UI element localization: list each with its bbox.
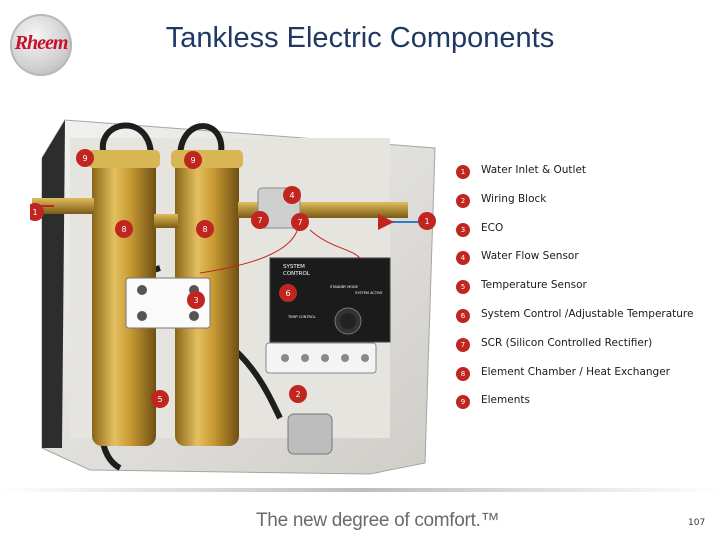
chamber-cap bbox=[88, 150, 160, 168]
callout-number: 6 bbox=[285, 289, 290, 298]
legend-item: 2 Wiring Block bbox=[456, 191, 716, 211]
brand-tagline: The new degree of comfort.™ bbox=[256, 510, 500, 531]
panel-active: SYSTEM ACTIVE bbox=[355, 291, 383, 295]
callout-badge bbox=[251, 211, 269, 229]
callout-marker: 9 bbox=[76, 149, 94, 167]
callout-number: 7 bbox=[257, 216, 262, 225]
callout-number: 3 bbox=[193, 296, 198, 305]
callout-badge bbox=[289, 385, 307, 403]
legend-label: System Control /Adjustable Temperature bbox=[481, 308, 694, 320]
casing-shadow bbox=[42, 120, 65, 448]
legend-label: Water Flow Sensor bbox=[481, 250, 579, 263]
legend-label: Elements bbox=[481, 394, 530, 407]
panel-standby: STANDBY MODE bbox=[330, 285, 358, 289]
cable bbox=[177, 123, 225, 159]
callout-badge bbox=[196, 220, 214, 238]
legend-item: 5 Temperature Sensor bbox=[456, 277, 716, 297]
callout-badge bbox=[291, 213, 309, 231]
legend-number-badge: 2 bbox=[456, 193, 470, 208]
legend-number-badge: 3 bbox=[456, 222, 470, 237]
rheem-logo: Rheem bbox=[10, 14, 72, 76]
legend-item: 1 Water Inlet & Outlet bbox=[456, 162, 716, 182]
cross-pipe bbox=[154, 214, 178, 228]
callout-markers: 9 9 4 1 8 8 7 7 1 6 3 2 5 bbox=[30, 149, 436, 408]
callout-number: 4 bbox=[289, 191, 294, 200]
legend-item: 7 SCR (Silicon Controlled Rectifier) bbox=[456, 335, 716, 355]
callout-badge bbox=[279, 284, 297, 302]
callout-marker: 5 bbox=[151, 390, 169, 408]
panel-temp: TEMP CONTROL bbox=[287, 315, 316, 319]
callout-marker: 3 bbox=[187, 291, 205, 309]
legend-number-badge: 8 bbox=[456, 366, 470, 381]
sensor-wire bbox=[199, 227, 299, 274]
callout-number: 8 bbox=[121, 225, 126, 234]
page-number: 107 bbox=[688, 518, 706, 528]
callout-marker: 9 bbox=[184, 151, 202, 169]
callout-number: 1 bbox=[32, 208, 37, 217]
eco-block bbox=[125, 277, 211, 329]
legend-number-badge: 6 bbox=[456, 309, 470, 323]
callout-marker: 7 bbox=[251, 211, 269, 229]
legend-number-badge: 1 bbox=[456, 165, 470, 179]
logo-text: Rheem bbox=[14, 32, 69, 54]
footer-divider bbox=[0, 488, 720, 492]
legend-label: Element Chamber / Heat Exchanger bbox=[481, 365, 670, 378]
legend-item: 3 ECO bbox=[456, 220, 716, 240]
legend-number-badge: 9 bbox=[456, 395, 470, 410]
callout-badge bbox=[76, 149, 94, 167]
callout-marker: 8 bbox=[115, 220, 133, 238]
callout-marker: 1 bbox=[418, 212, 436, 230]
callout-badge bbox=[115, 220, 133, 238]
callout-number: 2 bbox=[295, 390, 300, 399]
callout-marker: 6 bbox=[279, 284, 297, 302]
legend-label: Water Inlet & Outlet bbox=[481, 164, 587, 176]
callout-number: 1 bbox=[424, 217, 429, 226]
slide-title: Tankless Electric Components bbox=[165, 22, 555, 54]
callout-badge bbox=[30, 203, 44, 221]
callout-number: 9 bbox=[190, 156, 195, 165]
heater-photo: SYSTEM CONTROL STANDBY MODE SYSTEM ACTIV… bbox=[30, 119, 436, 475]
legend-item: 4 Water Flow Sensor bbox=[456, 248, 716, 268]
callout-marker: 8 bbox=[196, 220, 214, 238]
callout-badge bbox=[184, 151, 202, 169]
chamber-cap bbox=[171, 150, 243, 168]
callout-marker: 2 bbox=[289, 385, 307, 403]
legend-number-badge: 7 bbox=[456, 337, 470, 352]
callout-badge bbox=[187, 291, 205, 309]
callout-marker: 1 bbox=[30, 203, 44, 221]
legend-number-badge: 5 bbox=[456, 280, 470, 295]
callout-badge bbox=[283, 186, 301, 204]
legend-label: ECO bbox=[481, 221, 504, 234]
callout-number: 8 bbox=[202, 225, 207, 234]
panel-line1: SYSTEM bbox=[283, 264, 305, 270]
panel-line2: CONTROL bbox=[283, 271, 311, 277]
legend-number-badge: 4 bbox=[456, 251, 470, 266]
sensor-wire bbox=[309, 229, 361, 259]
slide-header: Rheem Tankless Electric Components bbox=[0, 0, 720, 100]
legend-label: Temperature Sensor bbox=[481, 279, 587, 292]
legend-item: 8 Element Chamber / Heat Exchanger bbox=[456, 364, 716, 384]
conduit-fitting bbox=[287, 413, 333, 455]
callout-marker: 4 bbox=[283, 186, 301, 204]
callout-number: 5 bbox=[157, 395, 162, 404]
callout-badge bbox=[151, 390, 169, 408]
callout-number: 7 bbox=[297, 218, 302, 227]
callout-number: 9 bbox=[82, 154, 87, 163]
legend-label: Wiring Block bbox=[481, 192, 547, 205]
legend-item: 6 System Control /Adjustable Temperature bbox=[456, 306, 716, 326]
callout-badge bbox=[418, 212, 436, 230]
inlet-pipe bbox=[32, 198, 94, 214]
legend-item: 9 Elements bbox=[456, 392, 716, 412]
cable bbox=[100, 122, 154, 169]
legend-label: SCR (Silicon Controlled Rectifier) bbox=[481, 336, 653, 349]
element-chamber-left bbox=[92, 156, 156, 446]
callout-marker: 7 bbox=[291, 213, 309, 231]
